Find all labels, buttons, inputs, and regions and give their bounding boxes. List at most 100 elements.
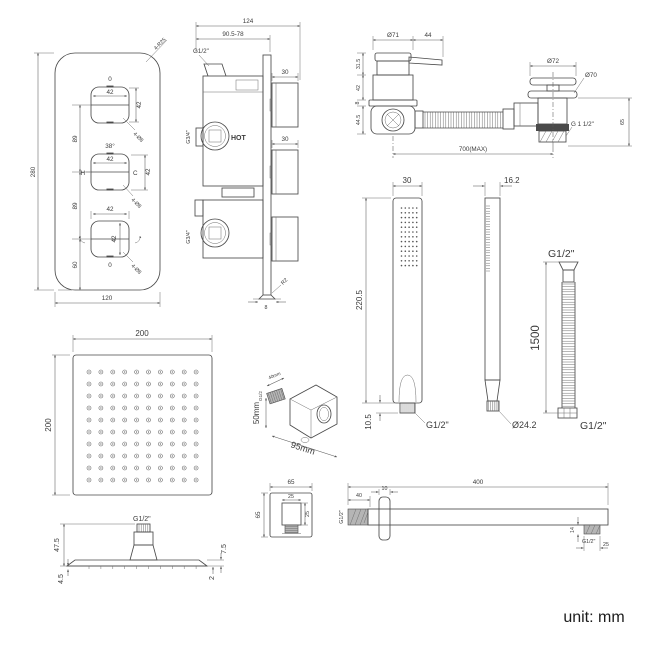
dim-spout-length: 44 bbox=[424, 32, 432, 39]
label-plate-radius: R2 bbox=[280, 277, 289, 286]
dim-plate-width: 120 bbox=[102, 295, 113, 302]
dim-flange-diameter: Ø70 bbox=[585, 72, 597, 79]
valve-plate bbox=[54, 52, 161, 291]
label-top-thread: G1/2" bbox=[193, 48, 209, 55]
label-cold: C bbox=[133, 170, 138, 177]
dim-bottom-offset: 60 bbox=[72, 261, 79, 269]
head-face bbox=[72, 354, 213, 496]
handset-side-connector bbox=[486, 400, 500, 412]
handset-side-body bbox=[484, 197, 501, 381]
label-top-position: 0 bbox=[108, 76, 112, 83]
dim-handset-side-width: 16.2 bbox=[504, 176, 520, 185]
label-holes: 4-Ø8 bbox=[130, 197, 143, 210]
dim-handle-depth: 30 bbox=[281, 69, 289, 76]
dim-connector-height: 10.5 bbox=[364, 414, 373, 430]
dim-h1: 31.5 bbox=[356, 59, 362, 69]
rotate-arrow-right-icon bbox=[134, 235, 142, 244]
handset-spray-dots bbox=[400, 207, 418, 267]
hose-corrugation bbox=[562, 283, 575, 407]
dim-overall-depth: 124 bbox=[243, 18, 254, 25]
label-bottom-position: 0 bbox=[108, 262, 112, 269]
label-hot-inlet: HOT bbox=[231, 135, 247, 142]
dim-knob-height: 42 bbox=[136, 101, 143, 109]
dim-drain-height: 65 bbox=[620, 119, 626, 125]
head-profile bbox=[65, 559, 209, 567]
dim-knob-width: 42 bbox=[106, 89, 114, 96]
handset-connector bbox=[399, 402, 416, 414]
dim-adjust-depth: 90.5-78 bbox=[222, 31, 244, 38]
label-handset-thread: G1/2" bbox=[426, 420, 449, 430]
dim-edge-height: 7.5 bbox=[221, 544, 228, 554]
dim-bracket-depth: 95mm bbox=[289, 440, 316, 457]
dim-head-height: 200 bbox=[44, 418, 53, 432]
diverter-body bbox=[372, 74, 414, 101]
dim-end-thread-length: 25 bbox=[603, 542, 609, 548]
dim-body-diameter: Ø71 bbox=[387, 32, 399, 39]
port-upper bbox=[200, 121, 230, 151]
dim-plate-height: 280 bbox=[30, 166, 37, 177]
rotate-arrow-left-icon bbox=[78, 235, 86, 244]
unit-note: unit: mm bbox=[563, 609, 624, 626]
dim-end-drop: 14 bbox=[570, 527, 576, 533]
hose-nut-right bbox=[502, 108, 515, 130]
label-hose-bottom-thread: G1/2" bbox=[580, 420, 607, 432]
head-nozzle-centers bbox=[88, 371, 197, 481]
escutcheon-view: 65 65 25 25 bbox=[255, 479, 313, 538]
dim-handset-width: 30 bbox=[403, 176, 412, 185]
label-temperature: 38° bbox=[105, 142, 115, 150]
drain-washer bbox=[536, 124, 569, 131]
dim-handset-length: 220.5 bbox=[355, 289, 364, 310]
head-plan-view: 200 200 bbox=[44, 329, 213, 496]
label-holes: 4-Ø8 bbox=[130, 263, 143, 276]
dim-hose-max-length: 700(MAX) bbox=[459, 146, 487, 153]
bracket-cup bbox=[316, 404, 332, 424]
escutcheon-inner bbox=[281, 502, 302, 526]
dim-knob-width: 42 bbox=[106, 156, 114, 163]
valve-side-view: 124 90.5-78 G1/2" HOT G3/4" G3/4" 30 30 … bbox=[186, 18, 301, 311]
label-hot: H bbox=[80, 170, 85, 177]
escutcheon-stub bbox=[284, 524, 299, 534]
escutcheon-outer bbox=[269, 492, 313, 538]
dim-handle-depth: 30 bbox=[281, 136, 289, 143]
dim-bracket-height: 50mm bbox=[252, 402, 261, 425]
dim-head-total-height: 47.5 bbox=[54, 538, 61, 552]
handset-front-view: 30 220.5 10.5 G1/2" bbox=[355, 176, 449, 430]
label-head-thread: G1/2" bbox=[133, 516, 151, 523]
head-side-view: G1/2" 47.5 4.5 7.5 2 bbox=[54, 516, 228, 584]
label-corner-radius: 4-R25 bbox=[153, 37, 167, 51]
label-drain-thread: G 1 1/2" bbox=[571, 121, 594, 128]
valve-body-upper bbox=[202, 75, 264, 187]
dim-spacing-mid: 89 bbox=[72, 202, 79, 210]
hose-top-fitting bbox=[558, 261, 579, 271]
dim-nozzle-height: 4.5 bbox=[58, 574, 65, 584]
dim-head-width: 200 bbox=[135, 329, 149, 338]
dim-h4: 44.5 bbox=[356, 115, 362, 125]
dim-escutcheon-height: 65 bbox=[255, 511, 262, 519]
valve-body-lower bbox=[202, 199, 264, 259]
drain-thread bbox=[538, 130, 567, 143]
wall-bracket-view: 40mm G1/2 50mm 95mm bbox=[252, 371, 338, 458]
dim-plate-thickness: 2 bbox=[209, 576, 216, 580]
valve-front-view: 4-R25 0 42 42 4-Ø8 89 89 60 280 120 38° … bbox=[30, 37, 168, 307]
dim-inner-width: 25 bbox=[288, 494, 294, 500]
diverter-lever bbox=[408, 56, 443, 66]
dim-inner-height: 25 bbox=[305, 511, 311, 517]
label-holes: 4-Ø8 bbox=[132, 131, 145, 144]
label-hose-top-thread: G1/2" bbox=[548, 248, 575, 260]
diverter-view: Ø71 44 31.5 42 8 44.5 700(MAX) bbox=[355, 32, 554, 158]
shower-arm-view: 400 40 10 G1/2" 14 G1/2" 25 bbox=[339, 479, 609, 551]
drain-view: Ø72 Ø70 G 1 1/2" 65 bbox=[527, 58, 632, 148]
bracket-block bbox=[289, 384, 338, 439]
diverter-cap bbox=[374, 52, 412, 62]
dim-spacing-top: 89 bbox=[72, 135, 79, 143]
dim-arm-length: 400 bbox=[473, 479, 484, 486]
arm-flange bbox=[378, 496, 391, 541]
drain-flange bbox=[527, 90, 578, 99]
dim-plate-thickness: 8 bbox=[265, 305, 268, 311]
head-nozzle-rings bbox=[86, 369, 199, 483]
port-lower bbox=[200, 218, 230, 248]
label-port-thread: G3/4" bbox=[186, 130, 192, 143]
label-port-thread: G3/4" bbox=[186, 230, 192, 243]
